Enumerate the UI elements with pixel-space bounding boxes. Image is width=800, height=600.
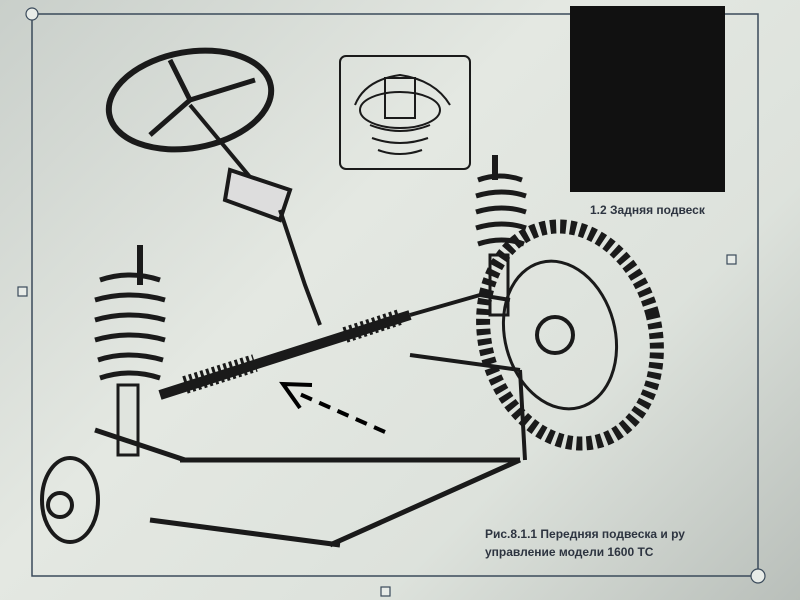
resize-handle-left[interactable] [17,286,28,297]
resize-handle-right[interactable] [726,254,737,265]
steering-column [188,103,322,326]
left-hub [40,456,100,544]
resize-handle-top-left[interactable] [25,7,39,21]
selection-frame[interactable] [31,13,759,577]
front-wheel-tire [476,219,664,451]
steering-rack [94,292,527,548]
rear-suspension-image [570,6,725,192]
resize-handle-bottom[interactable] [380,586,391,597]
figure-caption-line-1: Рис.8.1.1 Передняя подвеска и ру [485,527,685,541]
figure-caption-line-2: управление модели 1600 ТС [485,545,654,559]
resize-handle-bottom-right[interactable] [750,568,766,584]
inset-detail [339,55,471,170]
left-strut-spring [94,245,166,457]
resize-handles[interactable] [17,7,766,597]
rear-suspension-caption: 1.2 Задняя подвеск [590,203,705,217]
dashed-arrow-annotation [279,381,386,434]
steering-wheel [105,47,275,153]
